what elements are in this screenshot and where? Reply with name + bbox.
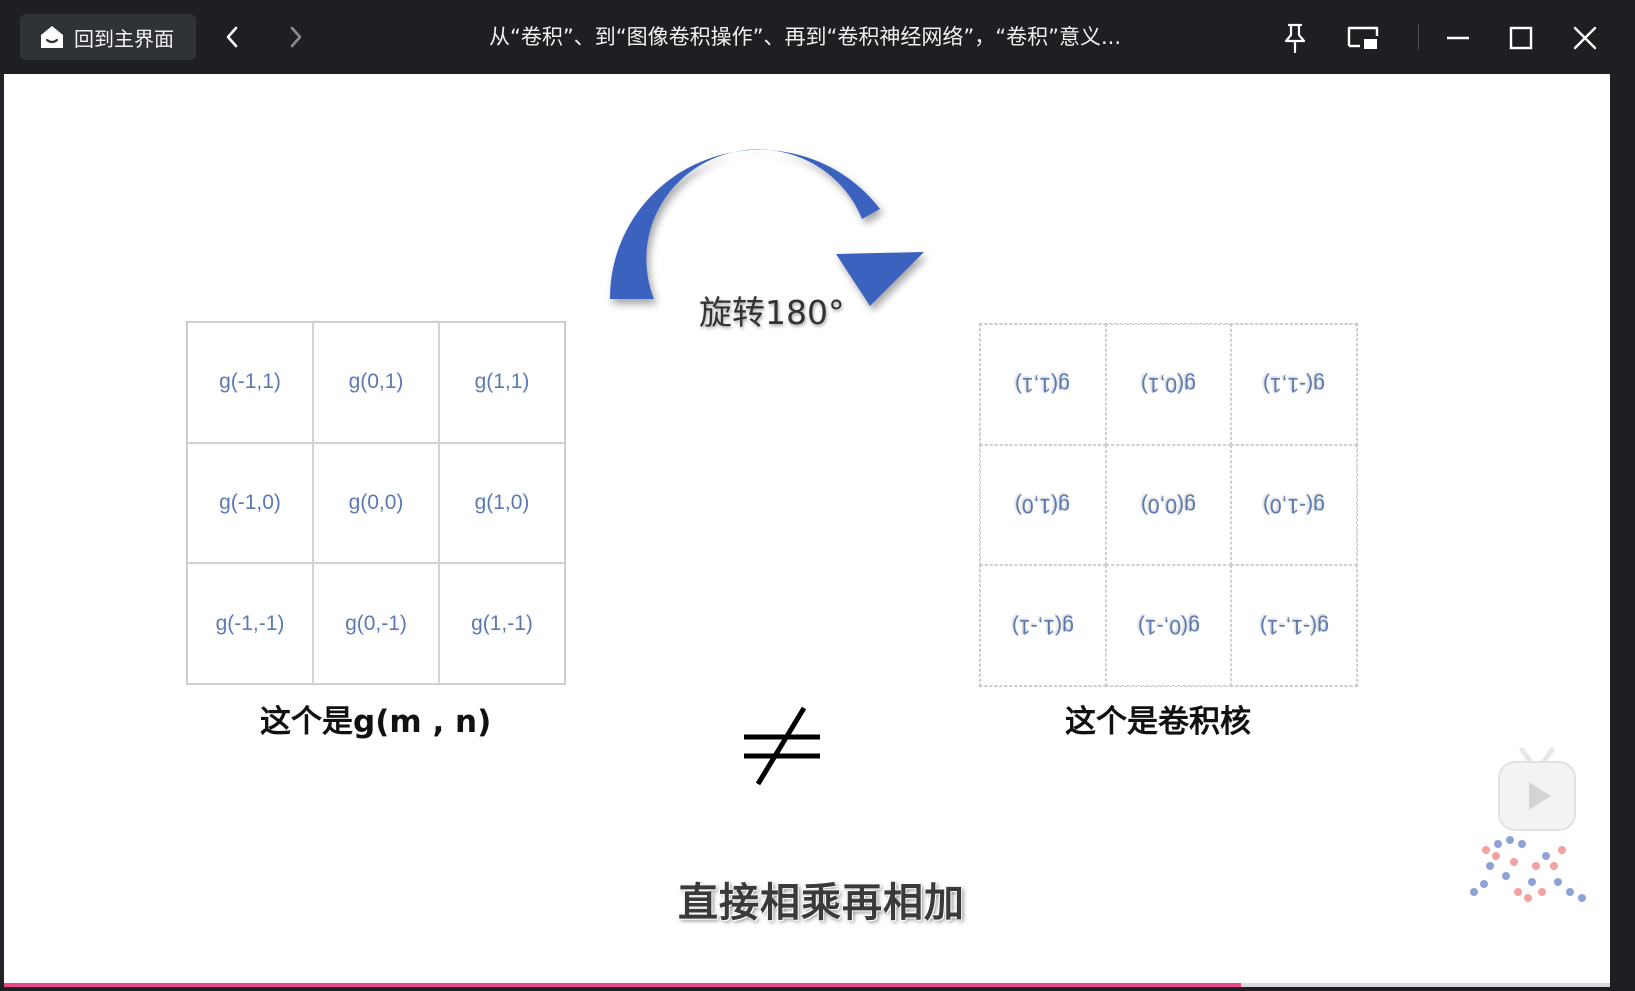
forward-button[interactable]	[278, 20, 312, 54]
minimize-icon	[1447, 36, 1469, 40]
watermark-logo	[1470, 836, 1586, 902]
grid-cell: g(-1,0)	[187, 442, 313, 564]
chevron-right-icon	[290, 26, 302, 48]
window-edge	[0, 987, 1635, 991]
grid-cell: g(1,0)	[980, 444, 1106, 566]
video-frame[interactable]: 旋转180° g(-1,1) g(0,1) g(1,1) g(-1,0) g(0…	[4, 74, 1610, 987]
kernel-matrix-grid: g(1,1) g(0,1) g(-1,1) g(1,0) g(0,0) g(-1…	[979, 323, 1358, 687]
grid-cell: g(-1,1)	[187, 322, 313, 443]
not-equal-icon	[744, 706, 820, 786]
pin-button[interactable]	[1275, 18, 1315, 58]
back-button[interactable]	[216, 20, 250, 54]
video-subtitle: 直接相乘再相加	[678, 880, 965, 926]
video-progress-fill	[4, 983, 1241, 987]
grid-cell: g(-1,0)	[1231, 444, 1357, 566]
grid-cell: g(0,1)	[1105, 324, 1232, 445]
minimize-button[interactable]	[1438, 18, 1478, 58]
grid-cell: g(-1,1)	[1231, 324, 1357, 445]
chevron-left-icon	[226, 26, 238, 48]
grid-cell: g(1,-1)	[980, 565, 1106, 686]
home-button-label: 回到主界面	[74, 26, 174, 51]
grid-cell: g(1,0)	[439, 442, 565, 564]
pin-icon	[1284, 23, 1306, 54]
rotation-arrow-icon	[609, 149, 924, 306]
grid-cell: g(-1,-1)	[187, 563, 313, 684]
title-bar: 回到主界面 从“卷积”、到“图像卷积操作”、再到“卷积神经网络”，“卷积”意义.…	[0, 0, 1635, 74]
grid-cell: g(0,1)	[313, 322, 439, 443]
close-button[interactable]	[1565, 18, 1605, 58]
rotate-label: 旋转180°	[699, 293, 845, 332]
grid-cell: g(1,-1)	[439, 563, 565, 684]
picture-in-picture-icon	[1347, 26, 1379, 49]
maximize-button[interactable]	[1501, 18, 1541, 58]
home-icon	[38, 23, 66, 51]
home-button[interactable]: 回到主界面	[20, 14, 196, 60]
grid-cell: g(0,-1)	[313, 563, 439, 684]
grid-cell: g(1,1)	[980, 324, 1106, 445]
grid-cell: g(0,0)	[313, 442, 439, 564]
grid-cell: g(0,0)	[1105, 444, 1232, 566]
grid-cell: g(-1,-1)	[1231, 565, 1357, 686]
right-caption: 这个是卷积核	[1065, 704, 1251, 740]
window-edge	[1610, 74, 1635, 991]
video-progress-bar[interactable]	[4, 983, 1610, 987]
window-title: 从“卷积”、到“图像卷积操作”、再到“卷积神经网络”，“卷积”意义...	[488, 25, 1122, 49]
picture-in-picture-button[interactable]	[1343, 18, 1383, 58]
left-caption: 这个是g(m , n)	[260, 704, 492, 740]
close-icon	[1573, 26, 1597, 50]
maximize-icon	[1509, 26, 1533, 50]
tv-play-badge-icon	[1498, 747, 1576, 831]
titlebar-separator	[1418, 24, 1419, 50]
grid-cell: g(1,1)	[439, 322, 565, 443]
grid-cell: g(0,-1)	[1105, 565, 1232, 686]
g-matrix-grid: g(-1,1) g(0,1) g(1,1) g(-1,0) g(0,0) g(1…	[186, 321, 566, 685]
